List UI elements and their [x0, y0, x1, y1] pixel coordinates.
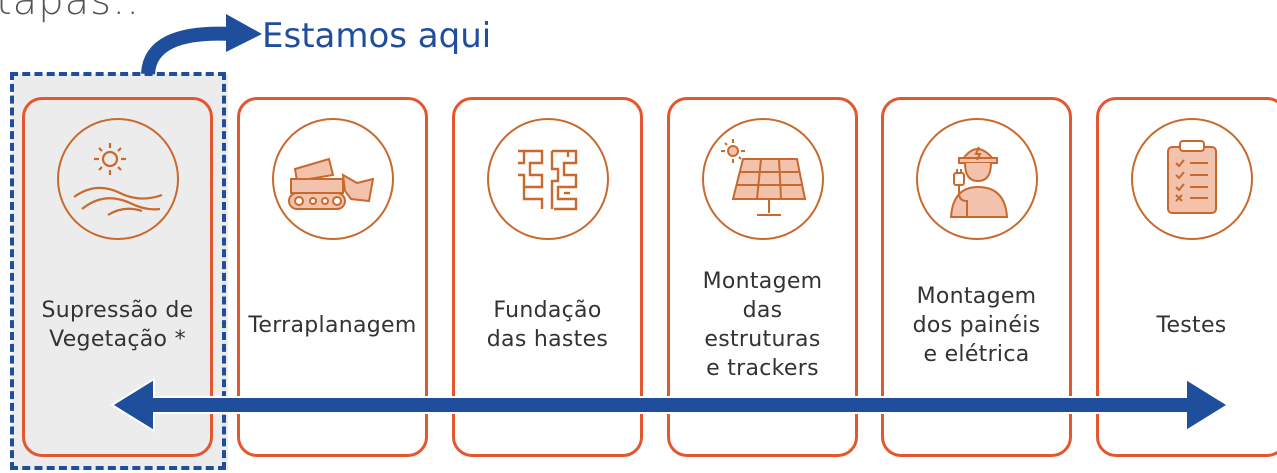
stage-card-fundacao: Fundação das hastes — [452, 97, 643, 457]
stage-label: Supressão de Vegetação * — [41, 298, 194, 352]
stage-label: Montagem das estruturas e trackers — [702, 269, 823, 381]
stage-card-supressao: Supressão de Vegetação * — [22, 97, 213, 457]
stage-card-testes: Testes — [1096, 97, 1277, 457]
checklist-icon — [1130, 118, 1253, 240]
timeline-arrow — [110, 377, 1230, 433]
electrician-icon — [915, 118, 1038, 240]
stage-card-terraplanagem: Terraplanagem — [237, 97, 428, 457]
sun-hills-icon — [56, 118, 179, 240]
stage-label: Fundação das hastes — [486, 298, 609, 352]
solar-panel-icon — [701, 118, 824, 240]
stage-label: Montagem dos painéis e elétrica — [912, 283, 1041, 367]
stage-card-estruturas: Montagem das estruturas e trackers — [667, 97, 858, 457]
pointer-arrow — [141, 26, 233, 75]
pointer-arrow-head — [226, 14, 262, 52]
foundation-maze-icon — [486, 118, 609, 240]
current-stage-frame — [10, 72, 226, 470]
current-stage-marker: Estamos aqui — [262, 16, 492, 56]
stage-label: Testes — [1156, 312, 1227, 338]
bulldozer-icon — [271, 118, 394, 240]
section-heading: tapas:. — [0, 0, 141, 24]
stage-card-paineis: Montagem dos painéis e elétrica — [881, 97, 1072, 457]
stage-label: Terraplanagem — [248, 312, 417, 338]
